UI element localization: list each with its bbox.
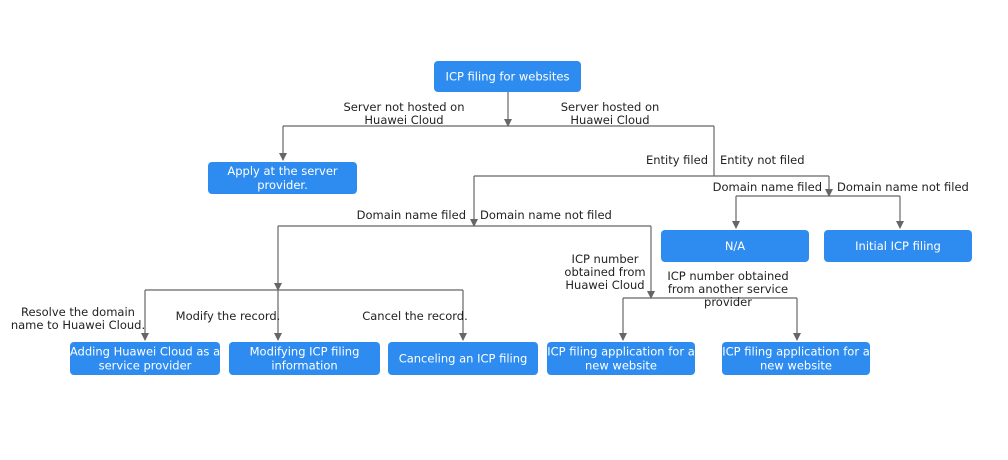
edge-label-icp-from-other: ICP number obtained bbox=[667, 269, 788, 283]
box-label: Apply at the server bbox=[227, 164, 338, 178]
edge-label-resolve-domain: name to Huawei Cloud. bbox=[11, 318, 145, 332]
edge-label-resolve-domain: Resolve the domain bbox=[21, 305, 135, 319]
box-root: ICP filing for websites bbox=[434, 61, 581, 92]
box-canceling-filing: Canceling an ICP filing bbox=[388, 342, 538, 375]
edge-label-server-hosted: Huawei Cloud bbox=[570, 113, 649, 127]
box-label: information bbox=[271, 359, 337, 373]
box-label: Initial ICP filing bbox=[855, 239, 941, 253]
box-label: ICP filing application for a bbox=[722, 345, 870, 359]
edge-label-entity-not-filed: Entity not filed bbox=[720, 153, 805, 167]
edge-label-server-not-hosted: Server not hosted on bbox=[343, 100, 464, 114]
box-label: new website bbox=[585, 359, 657, 373]
box-initial-filing: Initial ICP filing bbox=[824, 230, 972, 262]
box-label: provider. bbox=[257, 178, 308, 192]
edge-label-server-not-hosted: Huawei Cloud bbox=[364, 113, 443, 127]
edge-label-cancel-record: Cancel the record. bbox=[362, 309, 468, 323]
edge-label-modify-record: Modify the record. bbox=[176, 309, 281, 323]
box-label: Modifying ICP filing bbox=[250, 345, 360, 359]
box-label: new website bbox=[760, 359, 832, 373]
edge-label-icp-from-other: provider bbox=[704, 295, 752, 309]
box-label: service provider bbox=[99, 359, 192, 373]
connectors bbox=[141, 92, 904, 341]
box-label: N/A bbox=[725, 239, 745, 253]
edge-label-domain-filed-a: Domain name filed bbox=[357, 208, 466, 222]
box-label: Adding Huawei Cloud as a bbox=[70, 345, 220, 359]
edge-label-icp-from-huawei: obtained from bbox=[564, 265, 645, 279]
edge-label-server-hosted: Server hosted on bbox=[561, 100, 660, 114]
edge-label-domain-filed-b: Domain name filed bbox=[713, 180, 822, 194]
box-label: ICP filing for websites bbox=[446, 70, 570, 84]
edge-label-icp-from-huawei: ICP number bbox=[572, 252, 639, 266]
edge-label-domain-not-filed-b: Domain name not filed bbox=[837, 180, 969, 194]
box-label: Canceling an ICP filing bbox=[399, 352, 528, 366]
edge-label-domain-not-filed-a: Domain name not filed bbox=[480, 208, 612, 222]
edge-label-icp-from-huawei: Huawei Cloud bbox=[565, 278, 644, 292]
edge-label-entity-filed: Entity filed bbox=[646, 153, 708, 167]
box-na: N/A bbox=[661, 230, 809, 262]
box-label: ICP filing application for a bbox=[547, 345, 695, 359]
edge-label-icp-from-other: from another service bbox=[668, 282, 788, 296]
